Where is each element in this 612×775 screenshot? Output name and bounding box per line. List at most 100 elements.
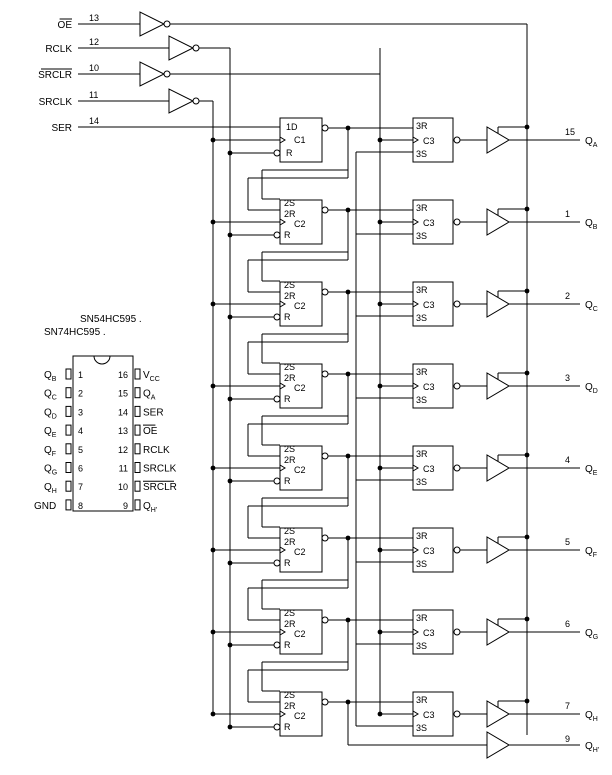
inversion-bubble	[453, 300, 461, 308]
ff-stage-2	[279, 281, 323, 327]
ff-r2-label: 2R	[284, 291, 296, 301]
inversion-bubble	[273, 477, 281, 485]
output-label-qf: QF	[585, 546, 597, 559]
ff-c-label: C2	[294, 547, 306, 557]
ff-stage-4	[279, 445, 323, 491]
junction-dot	[377, 711, 383, 717]
ff-c-label: C2	[294, 629, 306, 639]
package-pin-left-2	[65, 387, 72, 399]
inversion-bubble	[453, 136, 461, 144]
package-pin-number-2: 2	[78, 389, 83, 399]
qh-prime-buffer	[486, 731, 510, 759]
output-pin-2: 2	[565, 291, 570, 301]
ff-stage-6	[279, 609, 323, 655]
package-pin-right-16	[134, 368, 141, 380]
input-label-ser: SER	[51, 123, 72, 134]
inversion-bubble	[321, 288, 329, 296]
junction-dot	[524, 288, 530, 294]
inversion-bubble	[453, 218, 461, 226]
clock-indicator	[279, 218, 286, 226]
latch-r-label: 3R	[416, 613, 428, 623]
inversion-bubble	[192, 97, 200, 105]
ff-c-label: C1	[294, 135, 306, 145]
output-label-qg: QG	[585, 628, 598, 641]
output-label-qh: QH	[585, 710, 598, 723]
latch-c-label: C3	[423, 464, 435, 474]
output-buffer	[486, 126, 510, 154]
latch-stage-3	[412, 363, 454, 409]
ff-r-label: R	[284, 476, 291, 486]
ff-stage-7	[279, 691, 323, 737]
output-pin-4: 4	[565, 455, 570, 465]
junction-dot	[227, 642, 233, 648]
junction-dot	[227, 560, 233, 566]
package-pin-right-11	[134, 462, 141, 473]
junction-dot	[524, 124, 530, 130]
ff-r-label: R	[284, 230, 291, 240]
inversion-bubble	[273, 395, 281, 403]
clock-indicator	[279, 136, 286, 144]
output-buffer	[486, 618, 510, 646]
inversion-bubble	[453, 710, 461, 718]
latch-c-label: C3	[423, 546, 435, 556]
package-pin-right-10	[134, 480, 141, 492]
ff-r2-label: 2R	[284, 537, 296, 547]
junction-dot	[524, 206, 530, 212]
junction-dot	[227, 478, 233, 484]
junction-dot	[227, 232, 233, 238]
inversion-bubble	[192, 44, 200, 52]
input-pin-13: 13	[89, 13, 99, 23]
output-label-qd: QD	[585, 382, 598, 395]
latch-s-label: 3S	[416, 313, 427, 323]
package-pin-name-13: OE	[143, 426, 158, 437]
latch-s-label: 3S	[416, 723, 427, 733]
inversion-bubble	[163, 20, 171, 28]
package-pin-name-5: QF	[44, 445, 56, 458]
clock-indicator	[412, 628, 419, 636]
package-pin-number-10: 10	[118, 482, 128, 492]
ff-r2-label: 2R	[284, 701, 296, 711]
ff-c-label: C2	[294, 301, 306, 311]
latch-stage-1	[412, 199, 454, 245]
junction-dot	[210, 629, 216, 635]
inversion-bubble	[273, 149, 281, 157]
output-pin-6: 6	[565, 619, 570, 629]
latch-stage-0	[412, 117, 454, 163]
package-pin-number-9: 9	[123, 501, 128, 511]
package-pin-name-11: SRCLK	[143, 464, 177, 475]
latch-r-label: 3R	[416, 285, 428, 295]
clock-indicator	[279, 710, 286, 718]
inversion-bubble	[273, 231, 281, 239]
junction-dot	[210, 301, 216, 307]
junction-dot	[377, 465, 383, 471]
inversion-bubble	[273, 723, 281, 731]
package-pin-left-1	[65, 368, 72, 380]
package-pin-left-6	[65, 462, 72, 473]
latch-r-label: 3R	[416, 695, 428, 705]
latch-c-label: C3	[423, 382, 435, 392]
package-pin-number-13: 13	[118, 426, 128, 436]
package-pin-left-3	[65, 405, 72, 417]
ff-s-label: 2S	[284, 444, 295, 454]
output-label-qh-prime: QH'	[585, 741, 599, 754]
output-buffer	[486, 536, 510, 564]
output-buffer	[486, 454, 510, 482]
inversion-bubble	[321, 206, 329, 214]
package-pin-left-7	[65, 480, 72, 492]
output-pin-9: 9	[565, 734, 570, 744]
package-pin-name-8: GND	[34, 501, 56, 512]
package-pin-name-15: QA	[143, 389, 156, 402]
clock-indicator	[412, 136, 419, 144]
latch-s-label: 3S	[416, 641, 427, 651]
output-pin-7: 7	[565, 701, 570, 711]
package-pin-name-1: QB	[44, 370, 57, 383]
junction-dot	[210, 383, 216, 389]
package-pin-number-4: 4	[78, 426, 83, 436]
latch-r-label: 3R	[416, 121, 428, 131]
package-pin-left-4	[65, 424, 72, 436]
ff-c-label: C2	[294, 711, 306, 721]
package-pin-name-7: QH	[44, 482, 57, 495]
output-buffer	[486, 208, 510, 236]
ff-s-label: 2S	[284, 280, 295, 290]
